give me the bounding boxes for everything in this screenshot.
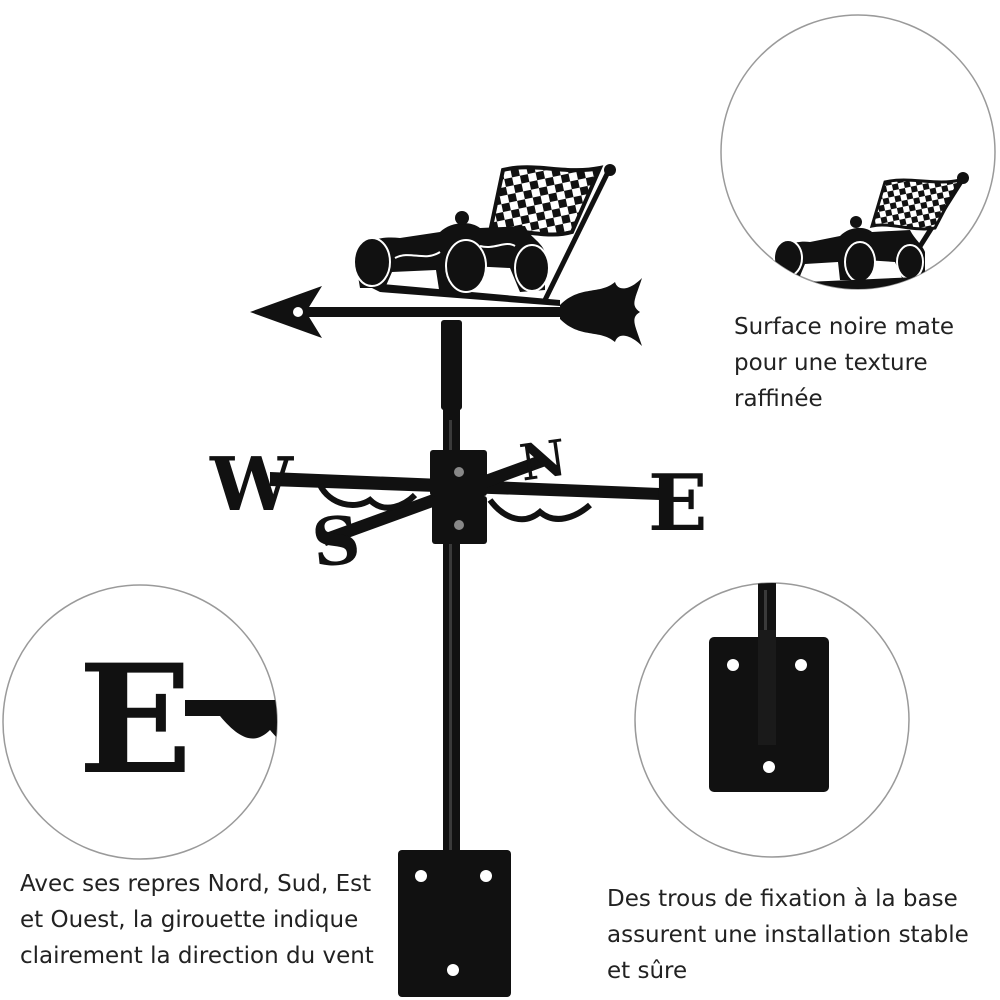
mounting-hole [795,659,807,671]
mounting-hole [763,761,775,773]
wheel [514,244,550,292]
caption-line: Surface noire mate [734,314,955,340]
wind-arrow [250,278,642,346]
mounting-hole [447,964,459,976]
caption-mounting-holes: Des trous de fixation à la base assurent… [607,881,969,989]
wheel [445,239,487,293]
caption-line: pour une texture [734,350,928,376]
compass-letter-north: N [516,428,569,493]
compass-letter-west: W [209,442,294,528]
mounting-hole [727,659,739,671]
mounting-hole [480,870,492,882]
compass-letter-east: E [648,458,707,549]
caption-line: et sûre [607,958,688,984]
caption-line: Avec ses repres Nord, Sud, Est [20,871,372,897]
closeup-letter-east: E [78,632,192,808]
mounting-plate [398,850,511,997]
caption-line: et Ouest, la girouette indique [20,907,359,933]
compass-letter-south: S [308,500,364,583]
wheel [353,237,391,287]
caption-line: raffinée [734,386,823,412]
compass-arms [270,450,660,546]
caption-line: Des trous de fixation à la base [607,886,958,912]
caption-line: assurent une installation stable [607,922,969,948]
caption-matte-surface: Surface noire mate pour une texture raff… [734,309,954,417]
detail-circle-race-car [720,14,996,290]
weathervane: W E N S [209,164,707,997]
detail-circle-east-letter: E [2,584,278,860]
pole-upper [441,320,462,410]
race-car-with-checkered-flag-icon [353,164,616,306]
mounting-hole [415,870,427,882]
detail-circle-mounting-plate [634,582,910,858]
caption-compass-directions: Avec ses repres Nord, Sud, Est et Ouest,… [20,866,374,974]
caption-line: clairement la direction du vent [20,943,374,969]
